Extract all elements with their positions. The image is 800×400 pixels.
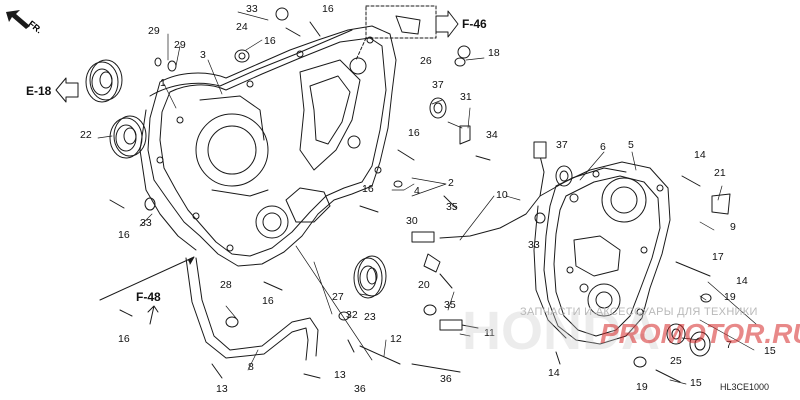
- callout-34: 34: [486, 129, 498, 141]
- callout-16c: 16: [408, 127, 420, 139]
- callout-6: 6: [600, 141, 606, 153]
- callout-17: 17: [712, 251, 724, 263]
- callout-1: 1: [160, 77, 166, 89]
- callout-28: 28: [220, 279, 232, 291]
- seal-37-right: [555, 165, 573, 187]
- callout-16a: 16: [322, 3, 334, 15]
- callout-10: 10: [496, 189, 508, 201]
- small-parts: [144, 7, 731, 368]
- callout-9: 9: [730, 221, 736, 233]
- seal-37-upper: [429, 97, 447, 119]
- callout-19a: 19: [724, 291, 736, 303]
- leader-lines: [97, 11, 757, 385]
- callout-16g: 16: [118, 333, 130, 345]
- callout-29b: 29: [174, 39, 186, 51]
- fasteners: [109, 21, 711, 383]
- callout-5: 5: [628, 139, 634, 151]
- crankcase-gasket: [139, 29, 353, 251]
- callout-35a: 35: [446, 201, 458, 213]
- callout-25: 25: [670, 355, 682, 367]
- right-cover-gasket: [533, 167, 627, 339]
- ref-e18[interactable]: E-18: [26, 84, 52, 98]
- callout-19b: 19: [636, 381, 648, 393]
- f46-dashed-box: [355, 5, 437, 61]
- callout-15a: 15: [764, 345, 776, 357]
- sensor-harness: [411, 141, 547, 273]
- callout-32: 32: [346, 309, 358, 321]
- seal-24: [234, 49, 250, 63]
- ref-f48[interactable]: F-48: [136, 290, 161, 304]
- callout-27: 27: [332, 291, 344, 303]
- callout-7: 7: [726, 339, 732, 351]
- callout-8: 8: [248, 361, 254, 373]
- bearing-23: [353, 255, 387, 299]
- callout-16b: 16: [264, 35, 276, 47]
- callout-37a: 37: [432, 79, 444, 91]
- callout-18: 18: [488, 47, 500, 59]
- seal-25: [666, 323, 686, 345]
- callout-11: 11: [484, 327, 495, 339]
- callout-23: 23: [364, 311, 376, 323]
- left-crankcase-cover: [147, 25, 397, 267]
- callout-29a: 29: [148, 25, 160, 37]
- callout-16f: 16: [262, 295, 274, 307]
- callout-14b: 14: [736, 275, 748, 287]
- right-crankcase-cover: [543, 161, 671, 345]
- ref-bracket-f48: [99, 256, 195, 325]
- ref-arrow-e18-icon: [55, 77, 79, 103]
- callout-14a: 14: [694, 149, 706, 161]
- seal-7: [689, 331, 711, 357]
- callout-12: 12: [390, 333, 402, 345]
- front-arrow-icon: [6, 10, 30, 29]
- callout-3: 3: [200, 49, 206, 61]
- ref-f46[interactable]: F-46: [462, 17, 487, 31]
- callout-31: 31: [460, 91, 472, 103]
- watermark-brand: PROMOTOR.RU: [600, 318, 800, 349]
- callout-33a: 33: [246, 3, 258, 15]
- bearing-22: [109, 115, 147, 159]
- callout-24: 24: [236, 21, 248, 33]
- callout-13b: 13: [334, 369, 346, 381]
- ref-arrow-f46-icon: [435, 10, 459, 38]
- callout-33b: 33: [140, 217, 152, 229]
- sensor-11: [439, 319, 479, 331]
- callout-35b: 35: [444, 299, 456, 311]
- callout-26: 26: [420, 55, 432, 67]
- callout-4: 4: [414, 185, 420, 197]
- oil-pipe: [185, 257, 319, 361]
- callout-22: 22: [80, 129, 92, 141]
- bearing-upper-left: [85, 59, 123, 103]
- callout-37b: 37: [556, 139, 568, 151]
- honda-watermark-logo: HONDA: [462, 301, 660, 361]
- callout-33c: 33: [528, 239, 540, 251]
- callout-15b: 15: [690, 377, 702, 389]
- callout-36b: 36: [440, 373, 452, 385]
- callout-13a: 13: [216, 383, 228, 395]
- watermark-text: ЗАПЧАСТИ И АКСЕССУАРЫ ДЛЯ ТЕХНИКИ: [520, 306, 758, 318]
- callout-20: 20: [418, 279, 430, 291]
- callout-16e: 16: [118, 229, 130, 241]
- callout-21: 21: [714, 167, 726, 179]
- diagram-code: HL3CE1000: [720, 382, 770, 392]
- callout-2: 2: [448, 177, 454, 189]
- callout-30: 30: [406, 215, 418, 227]
- callout-14c: 14: [548, 367, 560, 379]
- callout-16d: 16: [362, 183, 374, 195]
- callout-36a: 36: [354, 383, 366, 395]
